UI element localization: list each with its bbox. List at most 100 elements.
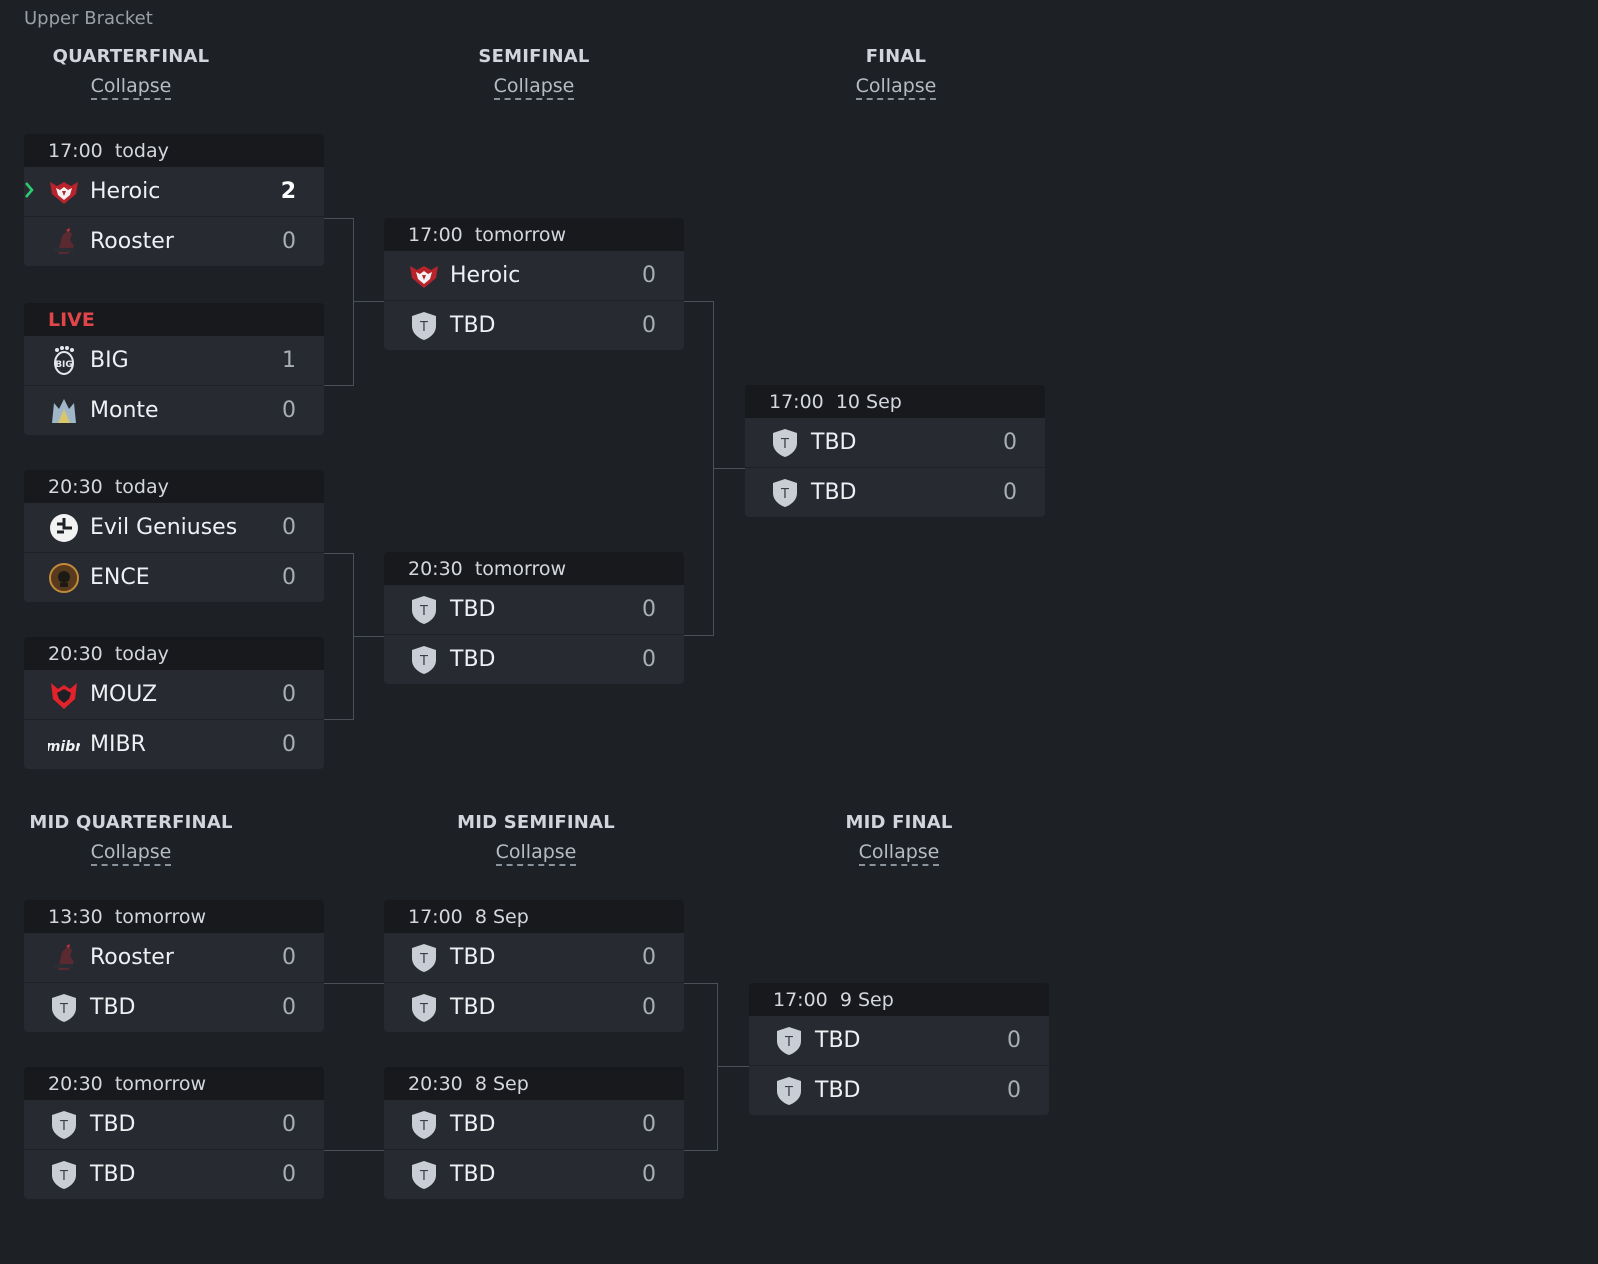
round-header-quarterfinal: QUARTERFINAL Collapse [0, 46, 281, 100]
team-name: MOUZ [90, 682, 158, 707]
team-name: Evil Geniuses [90, 515, 238, 540]
match-card[interactable]: LIVE BIG 1 Monte 0 [24, 303, 324, 435]
team-score: 0 [642, 1112, 656, 1137]
team-row[interactable]: ENCE 0 [24, 552, 324, 602]
team-score: 2 [280, 179, 296, 204]
team-name: Heroic [450, 263, 521, 288]
team-row[interactable]: TBD 0 [384, 1100, 684, 1149]
team-name: TBD [90, 995, 136, 1020]
team-row[interactable]: Heroic 2 [24, 167, 324, 216]
collapse-button[interactable]: Collapse [858, 841, 940, 866]
bracket-connector [324, 553, 354, 720]
evil-geniuses-logo-icon [48, 512, 80, 544]
team-row[interactable]: TBD 0 [384, 933, 684, 982]
team-row[interactable]: TBD 0 [384, 300, 684, 350]
match-time: 20:30 today [24, 637, 324, 670]
match-time: 20:30 8 Sep [384, 1067, 684, 1100]
round-title: QUARTERFINAL [52, 46, 210, 67]
team-name: TBD [450, 995, 496, 1020]
match-card[interactable]: 20:30 today MOUZ 0 MIBR 0 [24, 637, 324, 769]
tbd-shield-icon [408, 1109, 440, 1141]
team-score: 0 [282, 682, 296, 707]
team-score: 0 [282, 398, 296, 423]
rooster-logo-icon [48, 942, 80, 974]
team-name: TBD [815, 1028, 861, 1053]
round-title: MID SEMIFINAL [457, 812, 615, 833]
mouz-logo-icon [48, 679, 80, 711]
mibr-logo-icon [48, 729, 80, 761]
team-row[interactable]: TBD 0 [384, 585, 684, 634]
team-name: MIBR [90, 732, 146, 757]
heroic-logo-icon [48, 176, 80, 208]
collapse-button[interactable]: Collapse [90, 841, 172, 866]
round-header-final: FINAL Collapse [746, 46, 1046, 100]
team-row[interactable]: TBD 0 [745, 418, 1045, 467]
team-row[interactable]: MOUZ 0 [24, 670, 324, 719]
match-card[interactable]: 20:30 tomorrow TBD 0 TBD 0 [384, 552, 684, 684]
tbd-shield-icon [48, 992, 80, 1024]
team-score: 0 [1003, 480, 1017, 505]
collapse-button[interactable]: Collapse [495, 841, 577, 866]
team-row[interactable]: TBD 0 [749, 1065, 1049, 1115]
match-card[interactable]: 17:00 9 Sep TBD 0 TBD 0 [749, 983, 1049, 1115]
team-name: Rooster [90, 945, 174, 970]
rooster-logo-icon [48, 226, 80, 258]
bracket-connector [354, 301, 385, 302]
team-row[interactable]: Rooster 0 [24, 216, 324, 266]
match-card[interactable]: 17:00 10 Sep TBD 0 TBD 0 [745, 385, 1045, 517]
team-row[interactable]: TBD 0 [24, 1149, 324, 1199]
match-card[interactable]: 17:00 tomorrow Heroic 0 TBD 0 [384, 218, 684, 350]
team-score: 0 [642, 263, 656, 288]
tbd-shield-icon [408, 594, 440, 626]
tbd-shield-icon [773, 1075, 805, 1107]
team-row[interactable]: TBD 0 [749, 1016, 1049, 1065]
team-row[interactable]: TBD 0 [384, 982, 684, 1032]
match-card[interactable]: 20:30 8 Sep TBD 0 TBD 0 [384, 1067, 684, 1199]
collapse-button[interactable]: Collapse [855, 75, 937, 100]
match-time: 17:00 tomorrow [384, 218, 684, 251]
round-header-mid-semifinal: MID SEMIFINAL Collapse [386, 812, 686, 866]
tbd-shield-icon [408, 992, 440, 1024]
winner-arrow-icon [25, 182, 34, 198]
team-row[interactable]: Monte 0 [24, 385, 324, 435]
team-row[interactable]: TBD 0 [384, 1149, 684, 1199]
round-header-mid-final: MID FINAL Collapse [749, 812, 1049, 866]
tbd-shield-icon [408, 310, 440, 342]
live-badge: LIVE [24, 303, 324, 336]
match-card[interactable]: 20:30 today Evil Geniuses 0 ENCE 0 [24, 470, 324, 602]
team-name: TBD [450, 945, 496, 970]
match-card[interactable]: 17:00 8 Sep TBD 0 TBD 0 [384, 900, 684, 1032]
team-score: 0 [1003, 430, 1017, 455]
team-score: 0 [282, 1162, 296, 1187]
team-row[interactable]: MIBR 0 [24, 719, 324, 769]
team-row[interactable]: TBD 0 [384, 634, 684, 684]
team-name: Heroic [90, 179, 161, 204]
section-title: Upper Bracket [24, 8, 153, 29]
team-score: 0 [1007, 1028, 1021, 1053]
team-row[interactable]: Rooster 0 [24, 933, 324, 982]
bracket-connector [684, 983, 718, 1151]
team-row[interactable]: TBD 0 [24, 982, 324, 1032]
team-score: 0 [642, 647, 656, 672]
bracket-connector [354, 636, 385, 637]
team-score: 0 [282, 732, 296, 757]
round-title: FINAL [865, 46, 927, 67]
heroic-logo-icon [408, 260, 440, 292]
collapse-button[interactable]: Collapse [493, 75, 575, 100]
round-header-mid-quarterfinal: MID QUARTERFINAL Collapse [0, 812, 281, 866]
collapse-button[interactable]: Collapse [90, 75, 172, 100]
match-card[interactable]: 17:00 today Heroic 2 Rooster 0 [24, 134, 324, 266]
match-time: 13:30 tomorrow [24, 900, 324, 933]
team-row[interactable]: Heroic 0 [384, 251, 684, 300]
team-score: 0 [642, 597, 656, 622]
team-score: 0 [642, 313, 656, 338]
team-row[interactable]: TBD 0 [24, 1100, 324, 1149]
team-row[interactable]: Evil Geniuses 0 [24, 503, 324, 552]
match-time: 20:30 tomorrow [384, 552, 684, 585]
team-row[interactable]: TBD 0 [745, 467, 1045, 517]
team-score: 0 [1007, 1078, 1021, 1103]
team-row[interactable]: BIG 1 [24, 336, 324, 385]
bracket-connector [718, 1066, 749, 1067]
match-card[interactable]: 20:30 tomorrow TBD 0 TBD 0 [24, 1067, 324, 1199]
match-card[interactable]: 13:30 tomorrow Rooster 0 TBD 0 [24, 900, 324, 1032]
